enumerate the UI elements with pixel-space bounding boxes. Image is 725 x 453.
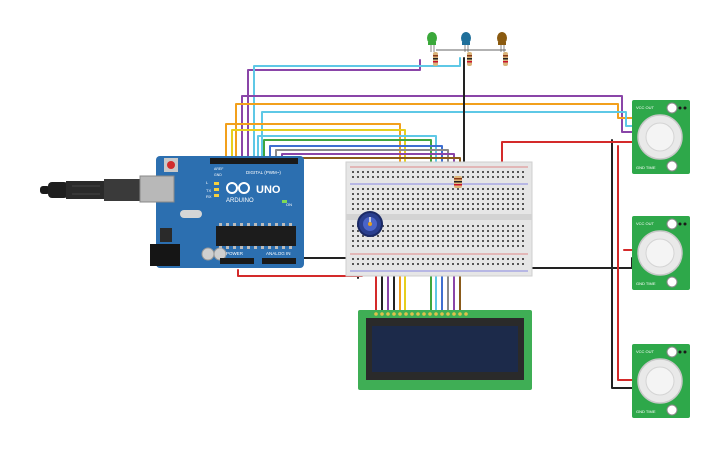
arduino-brand-text: ARDUINO — [226, 198, 254, 204]
lcd-module — [358, 310, 532, 390]
lcd-pin — [404, 312, 408, 316]
analog-header — [262, 258, 296, 264]
pir-bottom-label: GND TIME — [636, 409, 656, 414]
lcd-pin — [416, 312, 420, 316]
atmega-chip — [216, 226, 296, 246]
on-label: ON — [286, 202, 292, 207]
resistor-1 — [433, 52, 438, 66]
power-label: POWER — [226, 251, 244, 256]
crystal — [180, 210, 202, 218]
usb-jack — [139, 175, 175, 203]
lcd-pin — [428, 312, 432, 316]
pir-bottom-label: GND TIME — [636, 165, 656, 170]
led-group — [427, 32, 508, 66]
lcd-pin — [440, 312, 444, 316]
power-jack — [150, 244, 180, 266]
lcd-pin — [374, 312, 378, 316]
wire-black-pir-col — [611, 139, 633, 389]
gnd-label: GND — [214, 173, 222, 177]
led-green — [427, 32, 437, 52]
pir-top-label: VCC OUT — [636, 105, 655, 110]
digital-header — [210, 158, 298, 164]
wire-cyan-led — [253, 57, 461, 161]
rx-label: RX — [206, 194, 212, 199]
pir-top-label: VCC OUT — [636, 349, 655, 354]
resistor-3 — [503, 52, 508, 66]
l-label: L — [206, 180, 209, 185]
lcd-pin — [446, 312, 450, 316]
wire-orange-pir1 — [235, 103, 633, 161]
resistor-2 — [467, 52, 472, 66]
led-blue — [461, 32, 471, 52]
wire-red-pir-col — [617, 145, 633, 381]
pir-sensor-2: VCC OUT GND TIME — [632, 216, 690, 290]
lcd-pin — [398, 312, 402, 316]
wire-red-pir — [501, 141, 633, 167]
lcd-pin — [452, 312, 456, 316]
lcd-pin — [464, 312, 468, 316]
tx-label: TX — [206, 188, 211, 193]
lcd-pin — [422, 312, 426, 316]
lcd-pin — [386, 312, 390, 316]
arduino-model-text: UNO — [256, 184, 281, 196]
digital-label: DIGITAL (PWM~) — [246, 170, 281, 175]
wire-cyan-pir1 — [261, 111, 633, 161]
analog-label: ANALOG IN — [266, 251, 291, 256]
potentiometer — [357, 211, 383, 237]
lcd-pin-header — [374, 312, 468, 316]
wire-black-pir2 — [519, 257, 633, 269]
arduino-uno-board: ARDUINO UNO DIGITAL (PWM~) POWER ANALOG … — [139, 156, 304, 268]
lcd-pin — [458, 312, 462, 316]
pir-bottom-label: GND TIME — [636, 281, 656, 286]
lcd-pin — [392, 312, 396, 316]
lcd-pin — [434, 312, 438, 316]
lcd-pin — [410, 312, 414, 316]
pir-sensor-group: VCC OUT GND TIME VCC OUT GND TIME VCC OUT GND… — [632, 100, 690, 418]
wire-purple-pir1 — [241, 95, 633, 161]
led-brown — [497, 32, 507, 52]
aref-label: AREF — [214, 167, 223, 171]
breadboard-resistor — [454, 176, 462, 188]
pir-sensor-1: VCC OUT GND TIME — [632, 100, 690, 174]
power-header — [220, 258, 254, 264]
arduino-logo-icon — [226, 182, 250, 194]
breadboard — [345, 161, 533, 277]
pir-top-label: VCC OUT — [636, 221, 655, 226]
pir-sensor-3: VCC OUT GND TIME — [632, 344, 690, 418]
lcd-pin — [380, 312, 384, 316]
